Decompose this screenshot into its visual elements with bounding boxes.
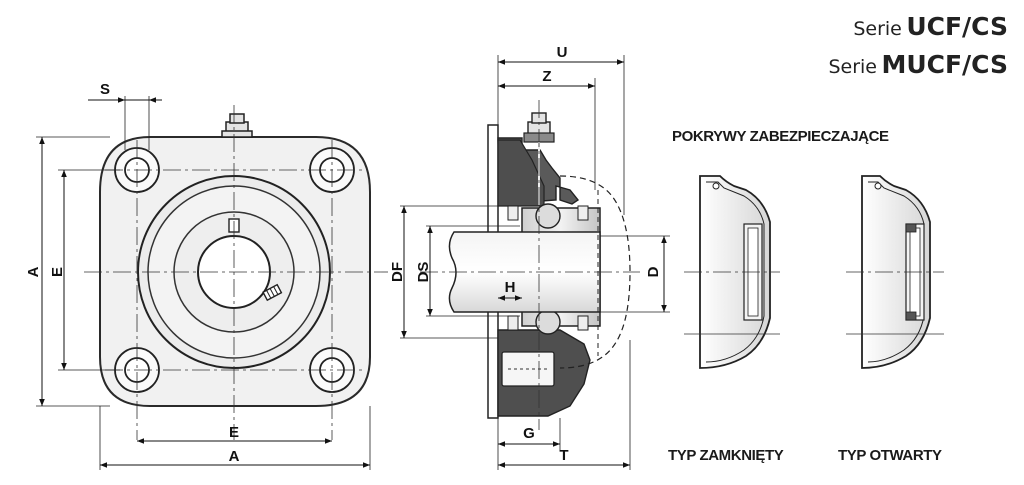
closed-cover-drawing [684, 175, 780, 369]
dim-label-u: U [557, 44, 568, 61]
dim-label-a-vertical: A [25, 266, 42, 277]
section-view: U Z DF DS D H G T [389, 44, 670, 470]
dim-label-s: S [100, 81, 110, 98]
series-code: UCF/CS [906, 12, 1008, 41]
set-screw [262, 283, 283, 302]
series-prefix: Serie [828, 56, 877, 78]
closed-type-label: TYP ZAMKNIĘTY [668, 447, 784, 464]
cover-outline-dashed [559, 175, 631, 369]
ball [535, 203, 561, 229]
open-cover-drawing [846, 175, 944, 369]
dim-label-e-horizontal: E [229, 424, 239, 441]
open-type-label: TYP OTWARTY [838, 447, 942, 464]
series-title-mucf: Serie MUCF/CS [828, 50, 1008, 79]
dim-label-e-vertical: E [49, 267, 66, 277]
centre-lines [84, 105, 388, 440]
ball [535, 309, 561, 335]
covers-heading: POKRYWY ZABEZPIECZAJĄCE [672, 128, 889, 145]
dim-label-t: T [559, 447, 568, 464]
front-view: S A E E A [25, 81, 388, 470]
grease-nipple [221, 113, 253, 138]
dim-label-d: D [645, 266, 662, 277]
dim-label-z: Z [542, 68, 551, 85]
dim-label-df: DF [389, 262, 406, 282]
dim-label-a-horizontal: A [229, 448, 240, 465]
dim-label-h: H [505, 279, 516, 296]
dim-label-g: G [523, 425, 535, 442]
series-title-ucf: Serie UCF/CS [853, 12, 1008, 41]
series-code: MUCF/CS [881, 50, 1008, 79]
dim-label-ds: DS [415, 262, 432, 283]
series-prefix: Serie [853, 18, 902, 40]
